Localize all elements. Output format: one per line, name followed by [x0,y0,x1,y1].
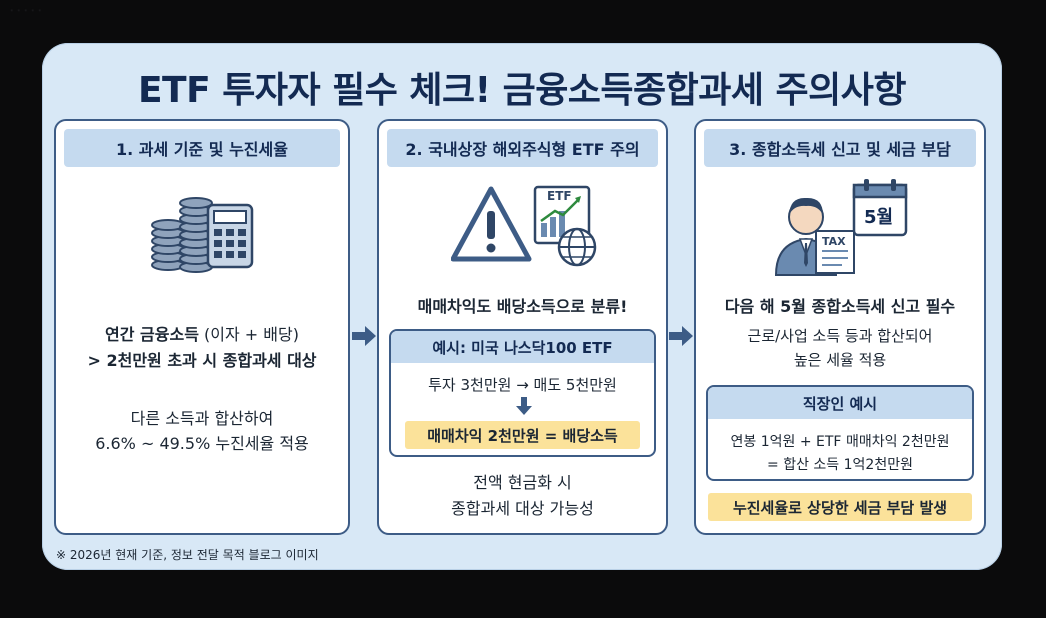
panel-heading: 2. 국내상장 해외주식형 ETF 주의 [387,129,658,167]
arrow-right-icon [669,326,693,346]
threshold-line: > 2천만원 초과 시 종합과세 대상 [87,351,317,370]
panel-tax-filing: 3. 종합소득세 신고 및 세금 부담 TAX [694,119,986,535]
example-heading: 직장인 예시 [708,387,972,419]
warning-etf-globe-icon: ETF [450,181,601,273]
classification-note: 매매차익도 배당소득으로 분류! [417,297,628,316]
higher-rate-note: 높은 세율 적용 [793,351,887,369]
tax-icon-label: TAX [822,235,846,248]
etf-icon-label: ETF [547,189,572,203]
panel-heading: 1. 과세 기준 및 누진세율 [64,129,340,167]
combined-income-note: 근로/사업 소득 등과 합산되어 [747,327,933,345]
annual-income-detail: (이자 + 배당) [198,325,299,344]
cash-out-line: 전액 현금화 시 [473,473,572,492]
nasdaq-example-box: 예시: 미국 나스닥100 ETF 투자 3천만원 → 매도 5천만원 매매차익… [389,329,656,457]
income-criteria-line: 연간 금융소득 (이자 + 배당) [56,321,348,345]
combined-income-line: 다른 소득과 합산하여 [130,409,274,428]
coins-calculator-icon [146,183,266,275]
infographic-card: ETF 투자자 필수 체크! 금융소득종합과세 주의사항 1. 과세 기준 및 … [42,43,1002,570]
background-text: · · · · · [10,4,42,17]
infographic-title: ETF 투자자 필수 체크! 금융소득종합과세 주의사항 [137,70,907,111]
progressive-rate-line: 6.6% ~ 49.5% 누진세율 적용 [95,434,309,453]
arrow-right-icon [352,326,376,346]
footnote: ※ 2026년 현재 기준, 정보 전달 목적 블로그 이미지 [56,548,319,562]
arrow-down-icon [516,397,532,415]
example-result: 매매차익 2천만원 = 배당소득 [405,421,640,449]
tax-burden-result: 누진세율로 상당한 세금 부담 발생 [708,493,972,521]
example-heading: 예시: 미국 나스닥100 ETF [391,331,654,363]
annual-income-label: 연간 금융소득 [105,325,199,344]
taxation-possibility-line: 종합과세 대상 가능성 [451,499,594,518]
filing-requirement: 다음 해 5월 종합소득세 신고 필수 [724,297,956,316]
total-income-line: = 합산 소득 1억2천만원 [767,457,913,473]
month-icon-label: 5월 [864,207,894,228]
panel-tax-criteria: 1. 과세 기준 및 누진세율 [54,119,350,535]
salary-example-line: 연봉 1억원 + ETF 매매차익 2천만원 [730,434,950,450]
example-trade-line: 투자 3천만원 → 매도 5천만원 [428,376,617,394]
panel-overseas-etf: 2. 국내상장 해외주식형 ETF 주의 ETF 매매차익도 배당소득으로 분류… [377,119,668,535]
panel-heading: 3. 종합소득세 신고 및 세금 부담 [704,129,976,167]
employee-example-box: 직장인 예시 연봉 1억원 + ETF 매매차익 2천만원 = 합산 소득 1억… [706,385,974,481]
person-tax-calendar-icon: TAX 5월 [772,177,912,277]
